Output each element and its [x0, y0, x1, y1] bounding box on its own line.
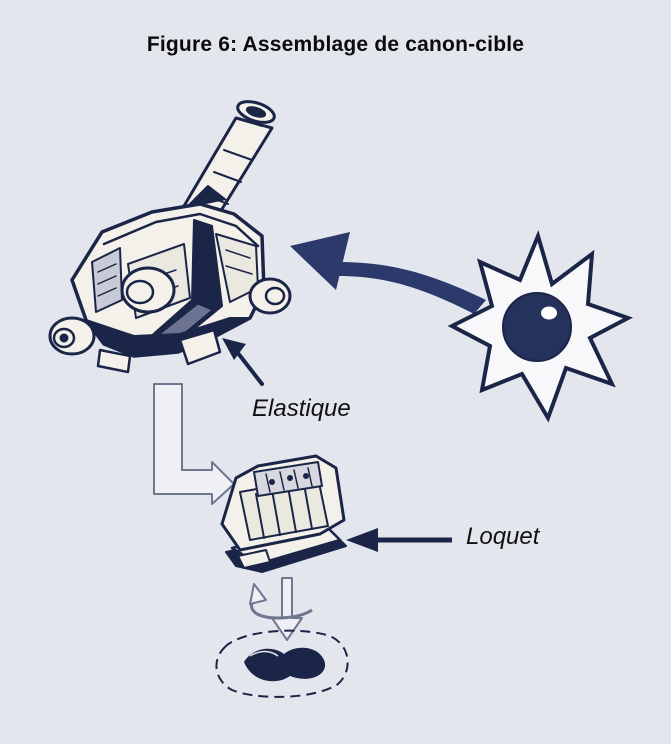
- elastique-label: Elastique: [252, 395, 351, 422]
- cannon-turret-icon: [48, 100, 292, 374]
- latch-block-icon: [220, 454, 347, 573]
- cannon-wheel-left: [48, 316, 96, 356]
- cannon-barrel: [182, 100, 276, 224]
- curved-arrow-icon: [290, 232, 486, 314]
- starburst-target-icon: [447, 229, 633, 423]
- assembly-down-arrow-icon: [153, 383, 235, 505]
- elastique-pointer-arrow: [222, 338, 264, 386]
- loquet-label: Loquet: [466, 523, 540, 550]
- loquet-pointer-arrow: [346, 528, 452, 552]
- cannon-wheel-rear: [120, 266, 176, 314]
- base-disc-icon: [215, 629, 349, 698]
- cannon-wheel-right: [248, 277, 292, 315]
- target-highlight: [541, 306, 557, 320]
- rotate-down-arrow-icon: [249, 577, 313, 641]
- figure-title: Figure 6: Assemblage de canon-cible: [146, 33, 525, 56]
